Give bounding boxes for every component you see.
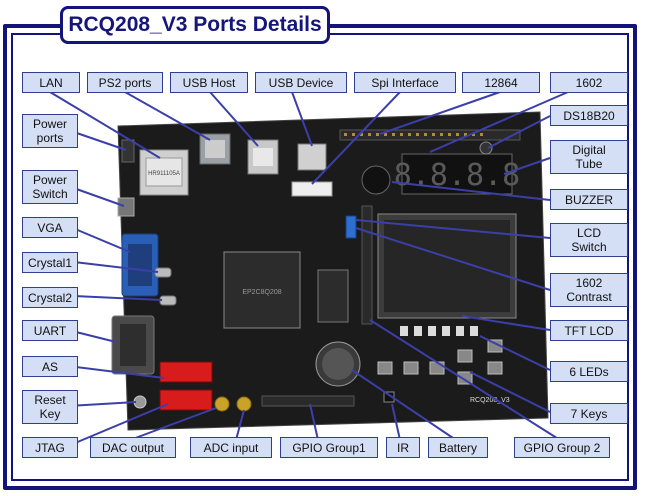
dac-sma — [214, 396, 230, 412]
label-reset-key: Reset Key — [22, 390, 78, 424]
label-crystal1: Crystal1 — [22, 252, 78, 273]
label-crystal2: Crystal2 — [22, 287, 78, 308]
fpga-chip — [223, 251, 301, 329]
label-6-leds: 6 LEDs — [550, 361, 628, 382]
label-1602: 1602 — [550, 72, 628, 93]
label-battery: Battery — [428, 437, 488, 458]
buzzer-part — [361, 165, 391, 195]
label-7-keys: 7 Keys — [550, 403, 628, 424]
label-usb-host: USB Host — [170, 72, 248, 93]
usb-device-jack — [297, 143, 327, 171]
label-gpio-group2: GPIO Group 2 — [514, 437, 610, 458]
label-as: AS — [22, 356, 78, 377]
fpga-chip-label: EP2C8Q208 — [242, 289, 281, 296]
label-power-ports: Power ports — [22, 114, 78, 148]
lcd-switch-part — [345, 215, 357, 239]
label-ds18b20: DS18B20 — [550, 105, 628, 126]
ds18b20-part — [479, 141, 493, 155]
crystal1-part — [154, 267, 172, 278]
page-title: RCQ208_V3 Ports Details — [60, 6, 330, 44]
label-gpio-group1: GPIO Group1 — [280, 437, 378, 458]
gpio1-header — [261, 395, 355, 407]
label-buzzer: BUZZER — [550, 189, 628, 210]
label-tft-lcd: TFT LCD — [550, 320, 628, 341]
label-usb-device: USB Device — [255, 72, 347, 93]
reset-key-part — [133, 395, 147, 409]
jtag-connector — [159, 389, 213, 411]
label-jtag: JTAG — [22, 437, 78, 458]
power-jack — [121, 139, 135, 163]
ir-receiver — [383, 391, 395, 403]
adc-sma — [236, 396, 252, 412]
label-adc-input: ADC input — [190, 437, 272, 458]
label-power-switch: Power Switch — [22, 170, 78, 204]
crystal2-part — [159, 295, 177, 306]
label-digital-tube: Digital Tube — [550, 140, 628, 174]
lan-jack-text: HR911105A — [148, 171, 180, 177]
label-vga: VGA — [22, 217, 78, 238]
label-uart: UART — [22, 320, 78, 341]
label-ir: IR — [386, 437, 420, 458]
board-name-silk: RCQ208_V3 — [470, 397, 510, 404]
svg-text:8.8.8.8: 8.8.8.8 — [394, 158, 520, 193]
label-dac-output: DAC output — [90, 437, 176, 458]
header-vertical — [361, 205, 373, 325]
spi-connector — [291, 181, 333, 197]
label-12864: 12864 — [462, 72, 540, 93]
as-connector — [159, 361, 213, 383]
label-ps2-ports: PS2 ports — [87, 72, 163, 93]
label-spi-interface: Spi Interface — [354, 72, 456, 93]
sdram-chip — [317, 269, 349, 323]
label-lcd-switch: LCD Switch — [550, 223, 628, 257]
header-12864 — [339, 129, 521, 141]
label-lan: LAN — [22, 72, 80, 93]
power-switch-body — [117, 197, 135, 217]
label-1602-contrast: 1602 Contrast — [550, 273, 628, 307]
